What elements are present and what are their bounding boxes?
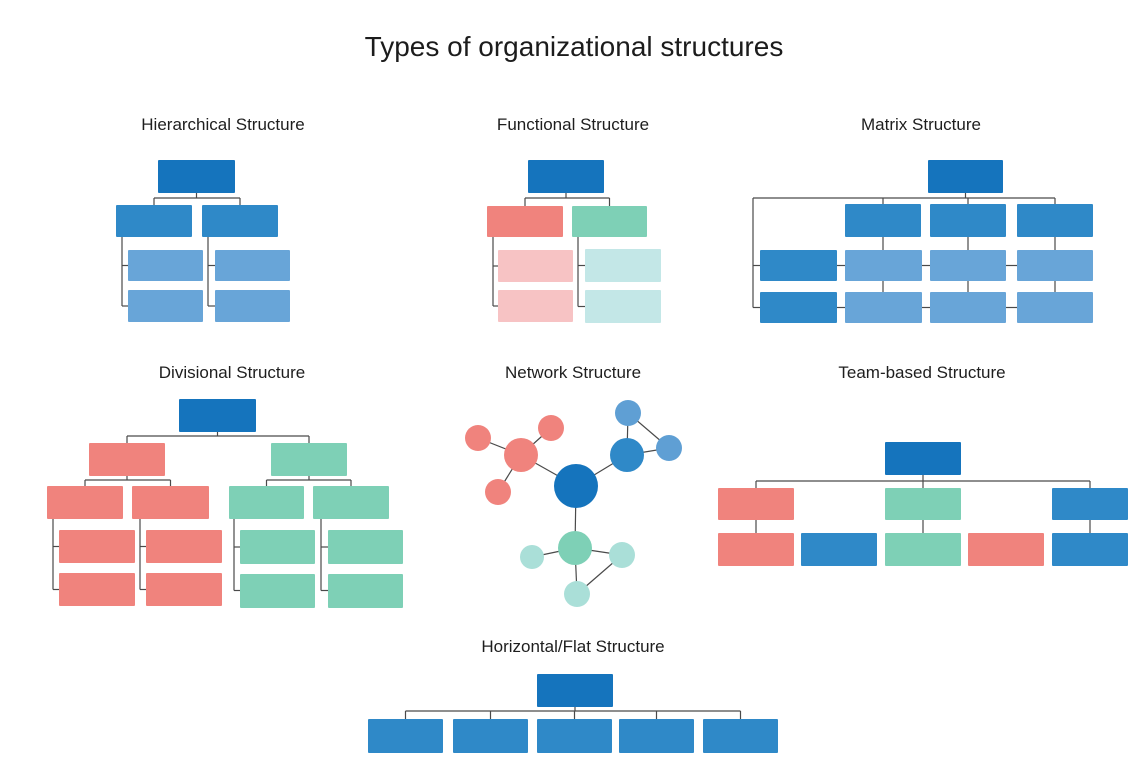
org-box <box>930 204 1006 237</box>
org-box <box>313 486 389 519</box>
network-node <box>656 435 682 461</box>
panel-title-hierarchical: Hierarchical Structure <box>141 115 305 134</box>
org-box <box>537 719 612 753</box>
org-box <box>116 205 192 237</box>
org-box <box>128 290 203 322</box>
org-box <box>1017 292 1093 323</box>
panel-title-matrix: Matrix Structure <box>861 115 981 134</box>
network-node <box>615 400 641 426</box>
org-box <box>59 573 135 606</box>
diagram-hierarchical <box>116 160 290 322</box>
network-node <box>485 479 511 505</box>
org-box <box>498 250 573 282</box>
org-box <box>132 486 209 519</box>
org-box <box>845 292 922 323</box>
org-box <box>240 530 315 564</box>
org-box <box>59 530 135 563</box>
panel-title-team-based: Team-based Structure <box>838 363 1006 382</box>
org-box <box>146 573 222 606</box>
org-box <box>585 249 661 282</box>
org-box <box>1052 488 1128 520</box>
org-box <box>885 488 961 520</box>
org-box <box>498 290 573 322</box>
org-box <box>572 206 647 237</box>
org-box <box>229 486 304 519</box>
network-node <box>538 415 564 441</box>
org-box <box>585 290 661 323</box>
network-node <box>465 425 491 451</box>
org-box <box>930 292 1006 323</box>
diagram-divisional <box>47 399 403 608</box>
org-box <box>328 530 403 564</box>
diagram-matrix <box>752 160 1093 323</box>
page-title: Types of organizational structures <box>364 31 784 62</box>
org-box <box>845 204 921 237</box>
network-node <box>554 464 598 508</box>
org-box <box>328 574 403 608</box>
org-box <box>928 160 1003 193</box>
org-box <box>47 486 123 519</box>
org-box <box>619 719 694 753</box>
org-box <box>968 533 1044 566</box>
org-box <box>801 533 877 566</box>
panel-title-flat: Horizontal/Flat Structure <box>481 637 665 656</box>
org-box <box>528 160 604 193</box>
org-box <box>158 160 235 193</box>
diagram-flat <box>368 674 778 753</box>
org-box <box>487 206 563 237</box>
network-node <box>610 438 644 472</box>
org-box <box>453 719 528 753</box>
org-box <box>215 250 290 281</box>
org-box <box>179 399 256 432</box>
org-box <box>718 533 794 566</box>
org-box <box>215 290 290 322</box>
org-box <box>89 443 165 476</box>
org-box <box>271 443 347 476</box>
org-box <box>760 250 837 281</box>
org-box <box>885 442 961 475</box>
org-box <box>537 674 613 707</box>
diagram-team-based <box>718 442 1128 566</box>
org-box <box>202 205 278 237</box>
org-box <box>1052 533 1128 566</box>
diagram-functional <box>487 160 661 323</box>
panel-title-divisional: Divisional Structure <box>158 363 306 382</box>
network-node <box>558 531 592 565</box>
org-box <box>845 250 922 281</box>
org-box <box>368 719 443 753</box>
org-box <box>718 488 794 520</box>
network-node <box>564 581 590 607</box>
network-node <box>504 438 538 472</box>
org-box <box>885 533 961 566</box>
diagram-network <box>465 400 682 607</box>
panel-title-network: Network Structure <box>504 363 642 382</box>
org-box <box>1017 204 1093 237</box>
org-box <box>128 250 203 281</box>
network-node <box>520 545 544 569</box>
org-box <box>146 530 222 563</box>
org-box <box>240 574 315 608</box>
org-box <box>760 292 837 323</box>
org-box <box>930 250 1006 281</box>
network-node <box>609 542 635 568</box>
org-box <box>1017 250 1093 281</box>
org-box <box>703 719 778 753</box>
panel-title-functional: Functional Structure <box>496 115 650 134</box>
